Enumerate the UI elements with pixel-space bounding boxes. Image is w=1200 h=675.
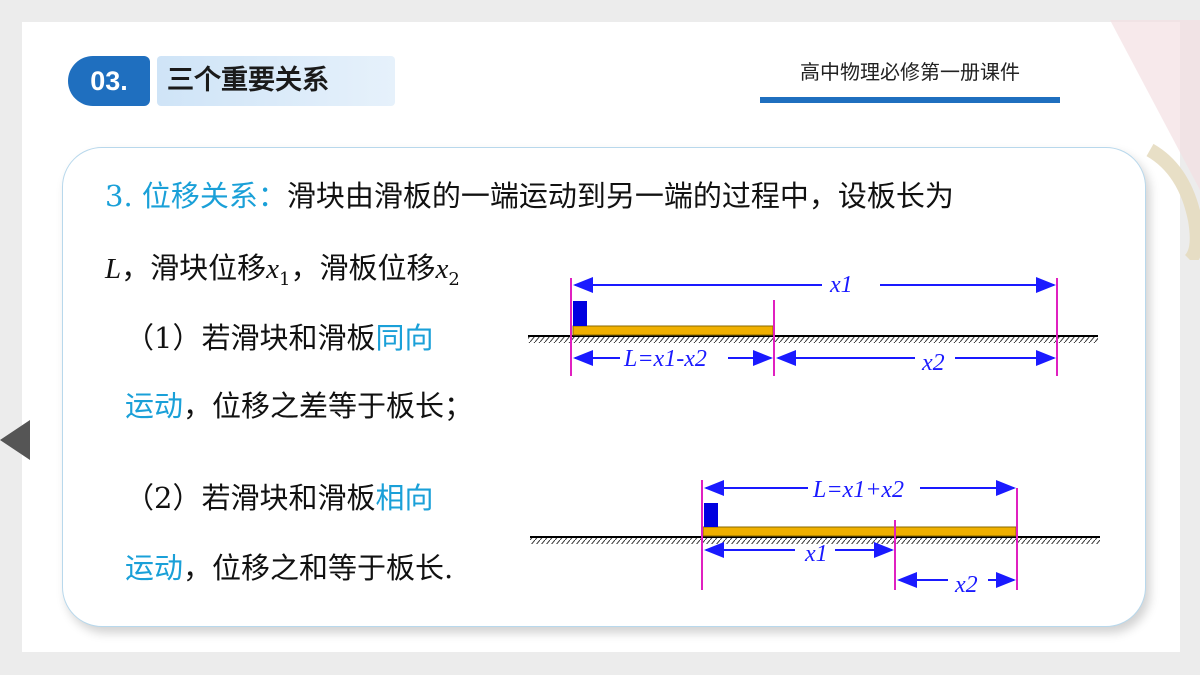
case-2-line-a: （2）若滑块和滑板相向 [125,475,433,517]
line-2: L，滑块位移x1，滑板位移x2 [105,245,460,290]
relation-heading: 3. 位移关系： [105,179,287,213]
case-1-motion: 运动 [125,389,184,423]
course-subtitle: 高中物理必修第一册课件 [800,60,1020,84]
case-1-highlight: 同向 [375,321,434,355]
case-1-line-a: （1）若滑块和滑板同向 [125,315,433,357]
diagram-same-direction: x1 L=x1-x2 x2 [528,272,1098,376]
case-1-line-b: 运动，位移之差等于板长； [125,383,473,425]
board-1 [572,325,774,336]
case-1-text: （1）若滑块和滑板 [125,321,376,355]
line-1: 3. 位移关系：滑块由滑板的一端运动到另一端的过程中，设板长为 [105,173,954,215]
var-x1: x [266,253,280,285]
case-1-conclusion: ，位移之差等于板长； [183,389,474,423]
section-title: 三个重要关系 [167,65,329,96]
label-L-sum: L=x1+x2 [812,477,904,503]
ground-hatch-1 [528,337,1098,343]
label-x1-top: x1 [829,272,853,298]
ground-hatch-2 [530,538,1100,544]
sub-1: 1 [279,268,291,290]
board-2 [702,526,1017,537]
line-1-text: 滑块由滑板的一端运动到另一端的过程中，设板长为 [286,179,954,213]
label-x2-1: x2 [921,350,945,376]
diagram-opposite-direction: L=x1+x2 x1 x2 [530,477,1100,598]
sub-2: 2 [448,268,460,290]
case-2-motion: 运动 [125,551,184,585]
corner-decoration [1110,20,1200,260]
var-L: L [105,253,122,285]
block-2 [704,503,718,527]
subtitle-underline [760,97,1060,103]
block-1 [573,301,587,326]
line-2-a: ，滑块位移 [121,251,267,285]
case-2-text: （2）若滑块和滑板 [125,481,376,515]
case-2-conclusion: ，位移之和等于板长. [183,551,454,585]
label-L-diff: L=x1-x2 [623,346,707,372]
section-title-box: 三个重要关系 [157,56,395,106]
left-decoration [0,420,30,460]
label-x1-2: x1 [804,541,828,567]
section-number-badge: 03. [68,56,150,106]
case-2-highlight: 相向 [375,481,434,515]
var-x2: x [435,253,449,285]
case-2-line-b: 运动，位移之和等于板长. [125,545,453,587]
line-2-b: ，滑板位移 [290,251,436,285]
label-x2-2: x2 [954,572,978,598]
content-card [62,147,1146,627]
